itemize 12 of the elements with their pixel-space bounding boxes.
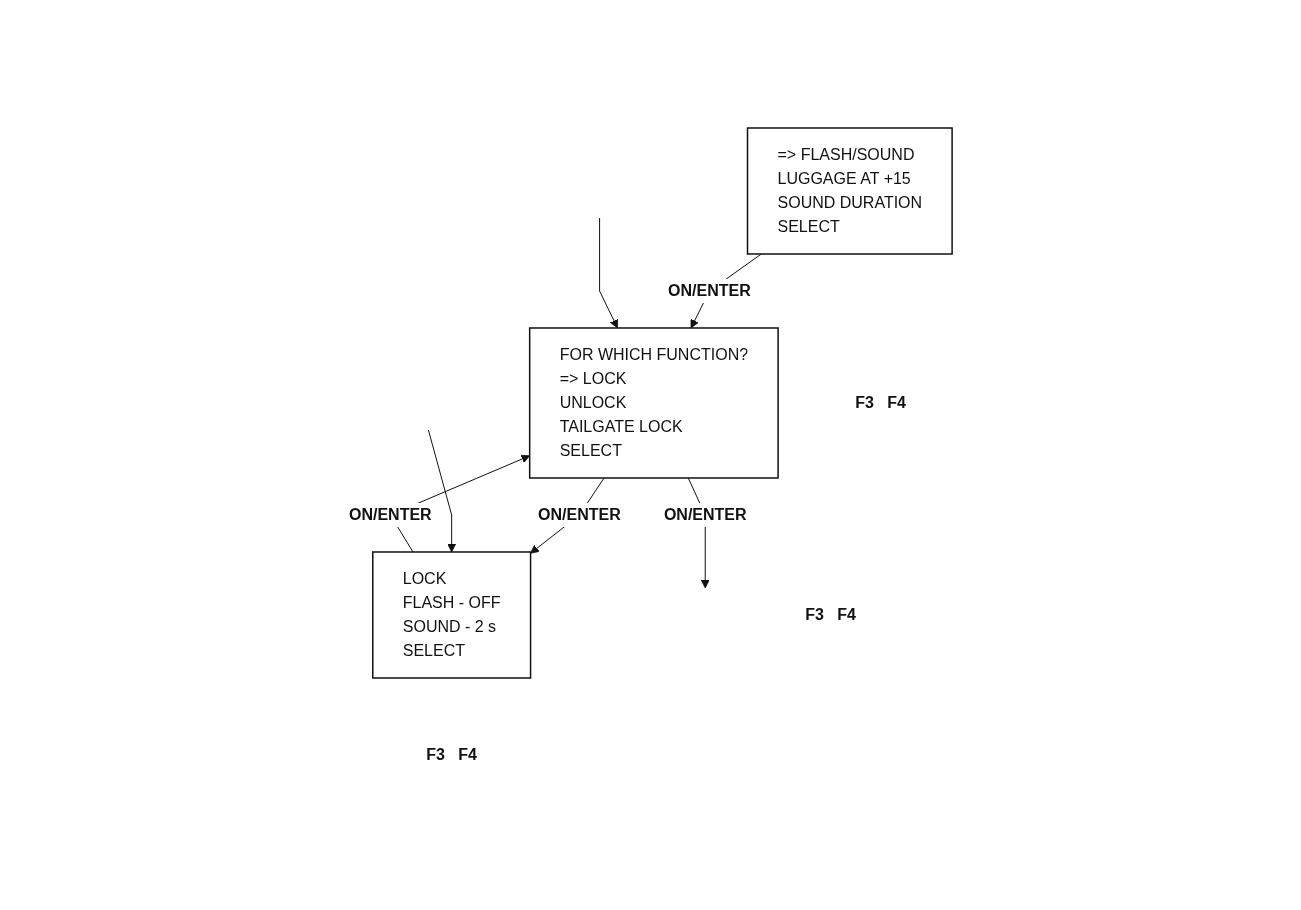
edge-label: ON/ENTER: [348, 505, 432, 523]
node-label: F3 F4: [805, 605, 856, 623]
node-box: FOR WHICH FUNCTION? => LOCK UNLOCK TAILGATE LOCK SELECT: [528, 327, 779, 479]
node-label: F3 F4: [426, 745, 477, 763]
arrow: [599, 217, 618, 329]
arrow: [427, 429, 456, 553]
edge-label: ON/ENTER: [663, 505, 747, 523]
node-box: LOCK FLASH - OFF SOUND - 2 s SELECT: [371, 551, 532, 679]
node-label: F3 F4: [855, 393, 906, 411]
edge-label: ON/ENTER: [538, 505, 621, 523]
edge-label: ON/ENTER: [667, 282, 751, 299]
node-box: => FLASH/SOUND LUGGAGE AT +15 SOUND DURATION SELECT: [746, 127, 953, 255]
